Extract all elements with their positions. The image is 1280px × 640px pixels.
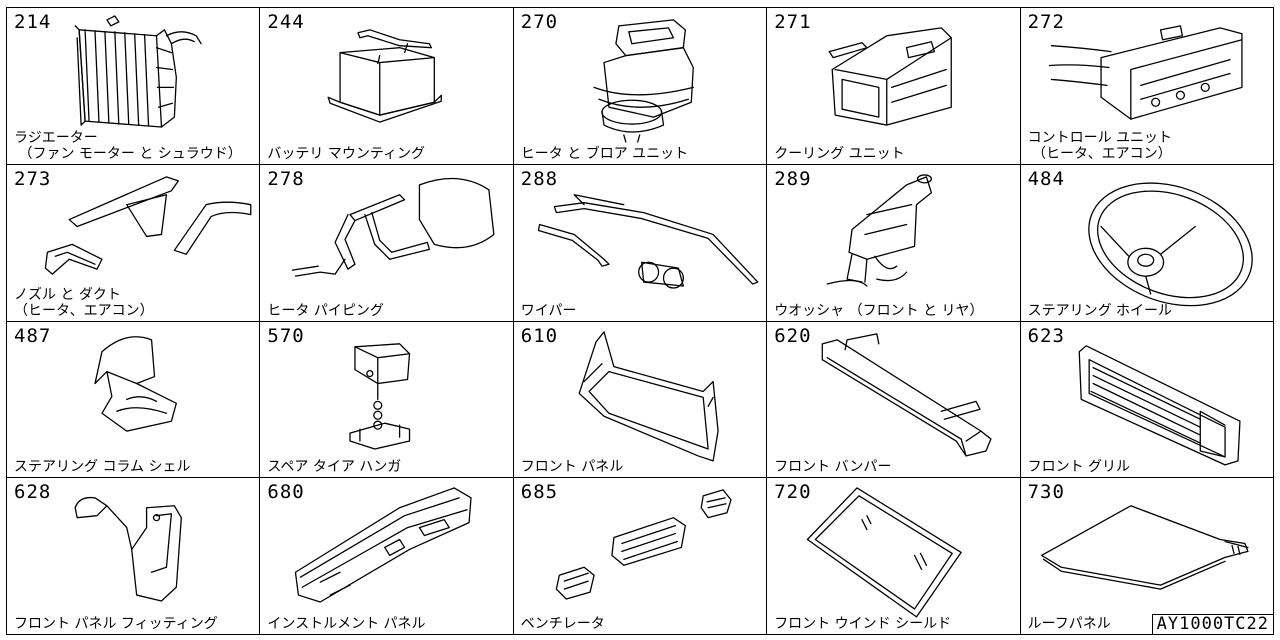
part-label: ウオッシャ （フロント と リヤ） (774, 302, 984, 319)
part-cell-270[interactable]: 270 ヒータ と ブロア ユニット (513, 8, 768, 165)
part-label: ヒータ と ブロア ユニット (520, 145, 689, 162)
part-number: 680 (267, 481, 305, 504)
part-cell-214[interactable]: 214 ラジエーター （ファン モーター と シュラウド） (7, 8, 261, 165)
part-cell-610[interactable]: 610 フロント パネル (513, 321, 768, 479)
part-cell-620[interactable]: 620 フロント バンパー (767, 321, 1021, 479)
part-cell-289[interactable]: 289 ウオッシャ （フロント と リヤ） (767, 164, 1021, 322)
part-label: ラジエーター （ファン モーター と シュラウド） (14, 129, 242, 162)
battery-mounting-icon (327, 29, 443, 123)
part-cell-271[interactable]: 271 クーリング ユニット (767, 8, 1021, 165)
cooling-unit-icon (828, 27, 953, 126)
part-cell-273[interactable]: 273 ノズル と ダクト （ヒータ、エアコン） (7, 164, 261, 322)
part-cell-272[interactable]: 272 コントロール ユニット （ヒータ、エアコン） (1020, 8, 1274, 165)
part-label: クーリング ユニット (774, 145, 905, 162)
spare-tire-hanger-icon (349, 342, 411, 450)
part-number: 685 (520, 481, 559, 504)
parts-index-grid: 214 ラジエーター （ファン モーター と シュラウド） 244 バッテリ マ… (6, 7, 1274, 635)
part-number: 244 (267, 11, 305, 33)
front-grille-icon (1078, 344, 1241, 465)
part-number: 484 (1027, 167, 1065, 190)
part-label: フロント ウインド シールド (774, 616, 952, 632)
part-label: ステアリング コラム シェル (14, 459, 191, 476)
part-cell-487[interactable]: 487 ステアリング コラム シェル (7, 321, 261, 479)
panel-fitting-icon (74, 497, 182, 602)
part-number: 487 (14, 324, 52, 347)
part-number: 623 (1027, 324, 1065, 347)
part-label: ノズル と ダクト （ヒータ、エアコン） (14, 286, 154, 319)
part-number: 270 (520, 11, 559, 33)
part-cell-628[interactable]: 628 フロント パネル フィッティング (7, 478, 261, 635)
part-label: フロント パネル フィッティング (14, 616, 218, 632)
part-number: 272 (1027, 11, 1065, 33)
part-cell-623[interactable]: 623 フロント グリル (1020, 321, 1274, 479)
control-unit-icon (1048, 25, 1243, 120)
front-bumper-icon (821, 332, 992, 457)
part-label: インストルメント パネル (267, 616, 426, 632)
part-label: フロント バンパー (774, 459, 892, 476)
part-number: 271 (774, 11, 812, 33)
ventilator-icon (555, 489, 732, 600)
column-shell-icon (94, 335, 177, 432)
part-number: 730 (1027, 481, 1065, 504)
part-cell-484[interactable]: 484 ステアリング ホイール (1020, 164, 1274, 322)
windshield-icon (806, 487, 962, 618)
part-label: バッテリ マウンティング (267, 145, 426, 162)
washer-icon (826, 174, 933, 287)
part-cell-570[interactable]: 570 スペア タイア ハンガ (260, 321, 514, 479)
part-number: 720 (774, 481, 812, 504)
part-label: フロント パネル (520, 459, 624, 476)
part-cell-720[interactable]: 720 フロント ウインド シールド (767, 478, 1021, 635)
part-cell-685[interactable]: 685 ベンチレータ (513, 478, 768, 635)
part-number: 273 (14, 167, 52, 190)
part-label: ベンチレータ (520, 616, 605, 632)
front-panel-icon (578, 330, 719, 462)
roof-panel-icon (1040, 505, 1249, 591)
part-number: 288 (520, 167, 559, 190)
part-label: ワイパー (520, 302, 577, 319)
part-cell-730[interactable]: 730 ルーフパネル (1020, 478, 1274, 635)
part-cell-244[interactable]: 244 バッテリ マウンティング (260, 8, 514, 165)
part-number: 620 (774, 324, 812, 347)
wiper-icon (537, 193, 759, 289)
part-cell-288[interactable]: 288 ワイパー (513, 164, 768, 322)
part-number: 610 (520, 324, 559, 347)
part-number: 214 (14, 11, 52, 33)
part-cell-680[interactable]: 680 インストルメント パネル (260, 478, 514, 635)
part-label: ステアリング ホイール (1027, 302, 1173, 319)
part-number: 570 (267, 324, 305, 347)
part-cell-278[interactable]: 278 ヒータ パイピング (260, 164, 514, 322)
part-number: 628 (14, 481, 52, 504)
heater-blower-icon (593, 19, 694, 143)
part-label: コントロール ユニット （ヒータ、エアコン） (1027, 129, 1173, 162)
catalog-code: AY1000TC22 (1151, 614, 1274, 635)
heater-piping-icon (292, 177, 495, 277)
part-label: スペア タイア ハンガ (267, 459, 402, 476)
part-label: フロント グリル (1027, 459, 1131, 476)
part-label: ヒータ パイピング (267, 302, 384, 319)
nozzle-duct-icon (44, 176, 252, 275)
steering-wheel-icon (1087, 182, 1253, 307)
radiator-icon (74, 15, 202, 128)
instrument-panel-icon (295, 487, 473, 603)
part-number: 289 (774, 167, 812, 190)
part-number: 278 (267, 167, 305, 190)
part-label: ルーフパネル (1027, 616, 1111, 632)
